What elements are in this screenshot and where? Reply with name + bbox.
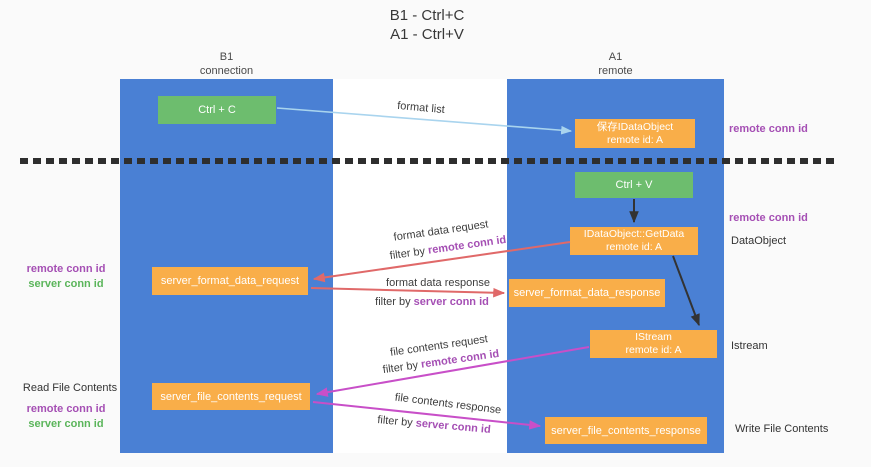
ctrl-v-label: Ctrl + V [615,179,653,191]
filter-by-server-conn-id-label-1: filter by server conn id [375,296,489,308]
ctrl-c-label: Ctrl + C [198,104,236,116]
server-file-contents-request-label: server_file_contents_request [160,390,302,403]
server-conn-id-label-left-2: server conn id [28,418,104,430]
server-format-data-request-label: server_format_data_request [160,275,300,287]
lifeline-b1-name: B1 [219,51,234,63]
remote-conn-id-label-left-1: remote conn id [26,263,106,275]
getdata-box: IDataObject::GetData remote id: A [570,227,698,255]
istream-line2: remote id: A [625,344,682,356]
lifeline-a1-name: A1 [608,51,623,63]
istream-box: IStream remote id: A [590,330,717,358]
server-file-contents-response-label: server_file_contents_response [551,424,701,437]
getdata-line2: remote id: A [605,241,663,253]
server-file-contents-response-box: server_file_contents_response [545,417,707,444]
lifeline-header-a1: A1 remote [507,50,724,78]
save-dataobject-box: 保存IDataObject remote id: A [575,119,695,148]
dashed-separator [20,158,835,164]
write-file-contents-label: Write File Contents [735,423,829,435]
istream-line1: IStream [635,331,672,343]
dataobject-label: DataObject [731,235,787,247]
lifeline-a1-role: remote [598,65,633,77]
diagram-title: B1 - Ctrl+C A1 - Ctrl+V [390,6,465,44]
save-dataobject-line2: remote id: A [606,133,664,146]
server-conn-id-label-left-1: server conn id [28,278,104,290]
remote-conn-id-label-mid: remote conn id [729,212,808,224]
server-format-data-request-box: server_format_data_request [152,267,308,295]
lifeline-header-b1: B1 connection [120,50,333,78]
title-line-2: A1 - Ctrl+V [390,26,464,43]
conn-id-pair-bottom: remote conn id server conn id [18,402,114,432]
istream-side-label: Istream [731,340,768,352]
read-file-contents-label: Read File Contents [22,382,118,394]
conn-id-pair-top: remote conn id server conn id [18,262,114,292]
title-line-1: B1 - Ctrl+C [389,7,465,24]
save-dataobject-line1: 保存IDataObject [596,120,674,133]
format-data-response-label: format data response [386,277,490,289]
ctrl-c-box: Ctrl + C [158,96,276,124]
server-format-data-response-box: server_format_data_response [509,279,665,307]
getdata-line1: IDataObject::GetData [583,228,685,240]
lifeline-b1-role: connection [199,65,254,77]
remote-conn-id-label-top: remote conn id [729,123,808,135]
ctrl-v-box: Ctrl + V [575,172,693,198]
remote-conn-id-label-left-2: remote conn id [26,403,106,415]
server-file-contents-request-box: server_file_contents_request [152,383,310,410]
server-format-data-response-label: server_format_data_response [513,287,661,299]
